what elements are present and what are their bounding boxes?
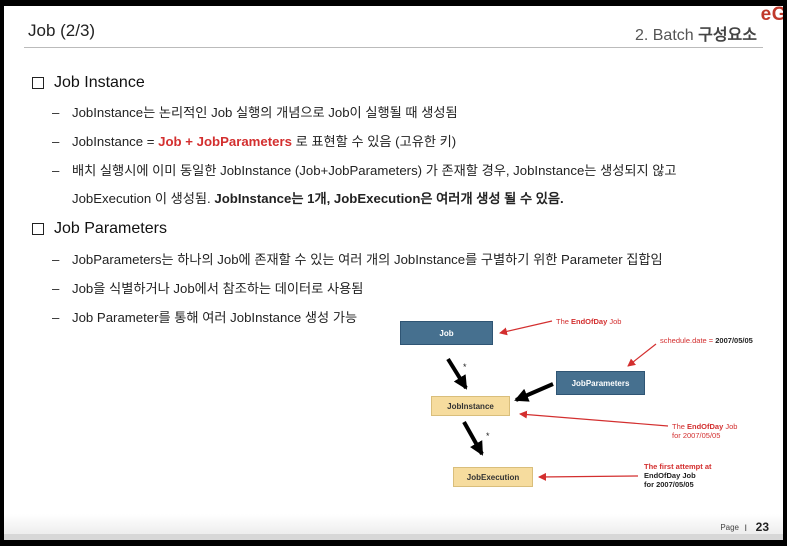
execution-note: The first attempt at EndOfDay Job for 20… bbox=[644, 462, 712, 489]
dash-icon: – bbox=[52, 310, 60, 325]
job-box: Job bbox=[400, 321, 493, 345]
page-number: 23 bbox=[755, 520, 769, 534]
job-to-instance-arrow bbox=[446, 357, 468, 390]
dash-icon: – bbox=[52, 105, 60, 120]
footer-bar bbox=[4, 534, 783, 540]
job-instance-box: JobInstance bbox=[431, 396, 510, 416]
instance-note: The EndOfDay Job for 2007/05/05 bbox=[672, 422, 738, 440]
multiplicity-star: * bbox=[486, 431, 490, 441]
section-bold: 구성요소 bbox=[698, 27, 757, 44]
slide-title: Job (2/3) bbox=[28, 21, 96, 40]
checkbox-bullet-icon bbox=[32, 223, 44, 235]
heading-job-parameters: Job Parameters bbox=[32, 220, 167, 238]
dash-icon: – bbox=[52, 281, 60, 296]
instance-note-arrow bbox=[519, 410, 669, 427]
page-label: Page bbox=[720, 523, 739, 532]
slide-header: Job (2/3) 2. Batch 구성요소 eG bbox=[4, 6, 783, 50]
emphasis-text: JobInstance는 1개, JobExecution은 여러개 생성 될 … bbox=[214, 191, 564, 206]
checkbox-bullet-icon bbox=[32, 77, 44, 89]
params-to-instance-arrow bbox=[514, 382, 554, 402]
header-divider bbox=[24, 47, 763, 48]
multiplicity-star: * bbox=[463, 362, 467, 372]
egov-logo: eG bbox=[760, 6, 783, 25]
job-note: The EndOfDay Job bbox=[556, 317, 622, 326]
dash-icon: – bbox=[52, 252, 60, 267]
highlight-text: Job + JobParameters bbox=[158, 134, 292, 149]
slide: Job (2/3) 2. Batch 구성요소 eG Job Instance … bbox=[4, 6, 783, 540]
schedule-date-note: schedule.date = 2007/05/05 bbox=[660, 336, 753, 345]
param-note-arrow bbox=[627, 343, 657, 367]
section-prefix: 2. Batch bbox=[634, 27, 699, 44]
heading-job-instance: Job Instance bbox=[32, 74, 145, 92]
job-execution-box: JobExecution bbox=[453, 467, 533, 487]
slide-footer: Page I 23 bbox=[4, 514, 783, 540]
dash-icon: – bbox=[52, 163, 60, 178]
job-note-arrow bbox=[499, 320, 553, 336]
execution-note-arrow bbox=[538, 472, 639, 481]
dash-icon: – bbox=[52, 134, 60, 149]
page-separator: I bbox=[744, 523, 747, 533]
bullet-continuation: JobExecution 이 생성됨. JobInstance는 1개, Job… bbox=[72, 191, 564, 206]
section-title: 2. Batch 구성요소 bbox=[635, 21, 757, 45]
instance-to-execution-arrow bbox=[462, 421, 484, 456]
job-parameters-box: JobParameters bbox=[556, 371, 645, 395]
